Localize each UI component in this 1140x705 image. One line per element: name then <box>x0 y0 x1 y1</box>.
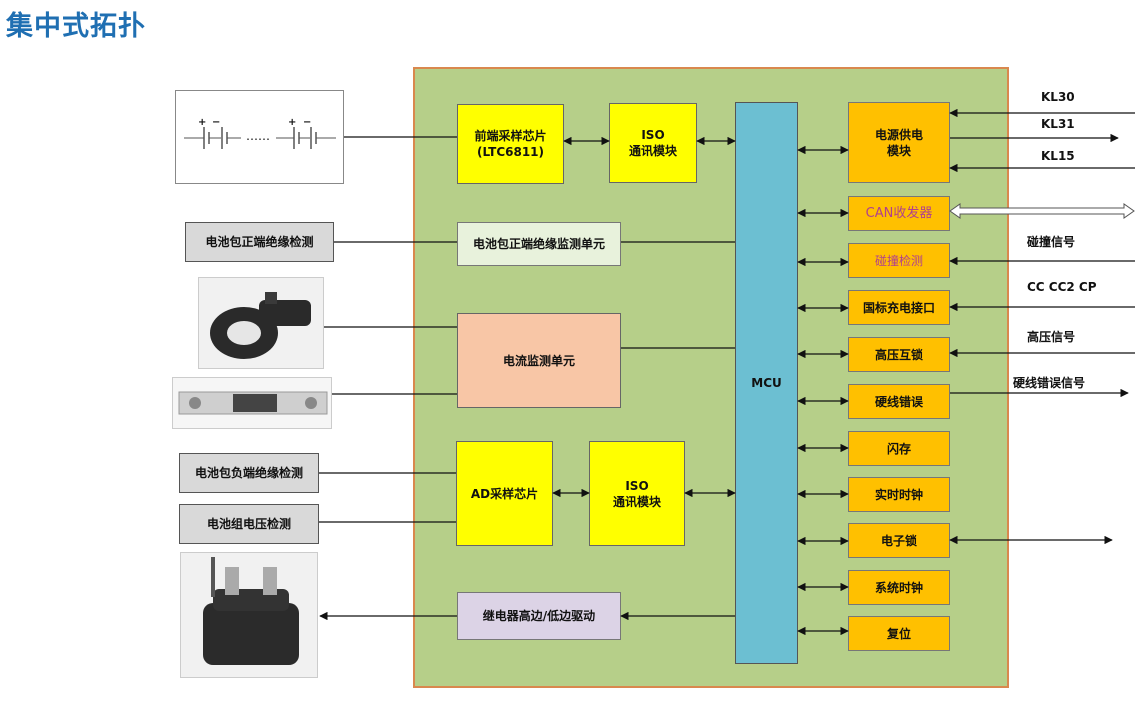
iso-comm-block-2: ISO 通讯模块 <box>589 441 685 546</box>
current-sensor-photo <box>198 277 324 369</box>
pos-insulation-unit-block: 电池包正端绝缘监测单元 <box>457 222 621 266</box>
cell-minus-label: − <box>303 117 312 128</box>
afe-chip-model: (LTC6811) <box>476 145 545 159</box>
page-title: 集中式拓扑 <box>6 11 146 42</box>
battery-cells-diagram: + − + − …… <box>175 90 344 184</box>
kl15-label: KL15 <box>1041 149 1075 163</box>
cell-plus-label: + <box>198 117 207 128</box>
iso-comm-label: 通讯模块 <box>628 144 677 158</box>
hvil-module: 高压互锁 <box>848 337 950 372</box>
hall-sensor-icon <box>210 292 311 359</box>
can-transceiver-module: CAN收发器 <box>848 196 950 231</box>
shunt-resistor-photo <box>172 377 332 429</box>
kl30-label: KL30 <box>1041 90 1075 104</box>
power-supply-module: 电源供电 模块 <box>848 102 950 183</box>
iso-label: ISO <box>625 478 649 493</box>
hardwire-fault-signal-label: 硬线错误信号 <box>1013 376 1086 390</box>
neg-insulation-detect-box: 电池包负端绝缘检测 <box>179 453 319 493</box>
relay-driver-block: 继电器高边/低边驱动 <box>457 592 621 640</box>
pack-voltage-detect-box: 电池组电压检测 <box>179 504 319 544</box>
iso-comm-block-1: ISO 通讯模块 <box>609 103 697 183</box>
relay-contactor-photo <box>180 552 318 678</box>
flash-module: 闪存 <box>848 431 950 466</box>
charge-port-module: 国标充电接口 <box>848 290 950 325</box>
system-clock-module: 系统时钟 <box>848 570 950 605</box>
ad-sampling-chip-block: AD采样芯片 <box>456 441 553 546</box>
cells-symbol-icon <box>184 127 336 149</box>
cell-minus-label: − <box>212 117 221 128</box>
collision-detect-module: 碰撞检测 <box>848 243 950 278</box>
kl31-label: KL31 <box>1041 117 1075 131</box>
reset-module: 复位 <box>848 616 950 651</box>
afe-chip-block: 前端采样芯片 (LTC6811) <box>457 104 564 184</box>
collision-signal-label: 碰撞信号 <box>1027 235 1076 249</box>
cell-dots-label: …… <box>246 129 270 143</box>
hv-signal-label: 高压信号 <box>1027 330 1076 344</box>
contactor-icon <box>203 557 299 665</box>
current-monitor-unit-block: 电流监测单元 <box>457 313 621 408</box>
cc-cp-label: CC CC2 CP <box>1027 280 1097 294</box>
power-supply-label: 电源供电 <box>874 127 923 142</box>
cell-plus-label: + <box>288 117 297 128</box>
shunt-icon <box>178 391 328 415</box>
iso-comm-label: 通讯模块 <box>612 494 661 509</box>
mcu-block: MCU <box>735 102 798 664</box>
iso-label: ISO <box>641 128 665 142</box>
afe-chip-label: 前端采样芯片 <box>474 129 547 143</box>
can-bus-arrow <box>949 203 1135 219</box>
hardwire-fault-module: 硬线错误 <box>848 384 950 419</box>
pos-insulation-detect-box: 电池包正端绝缘检测 <box>185 222 334 262</box>
power-module-label: 模块 <box>886 143 911 158</box>
